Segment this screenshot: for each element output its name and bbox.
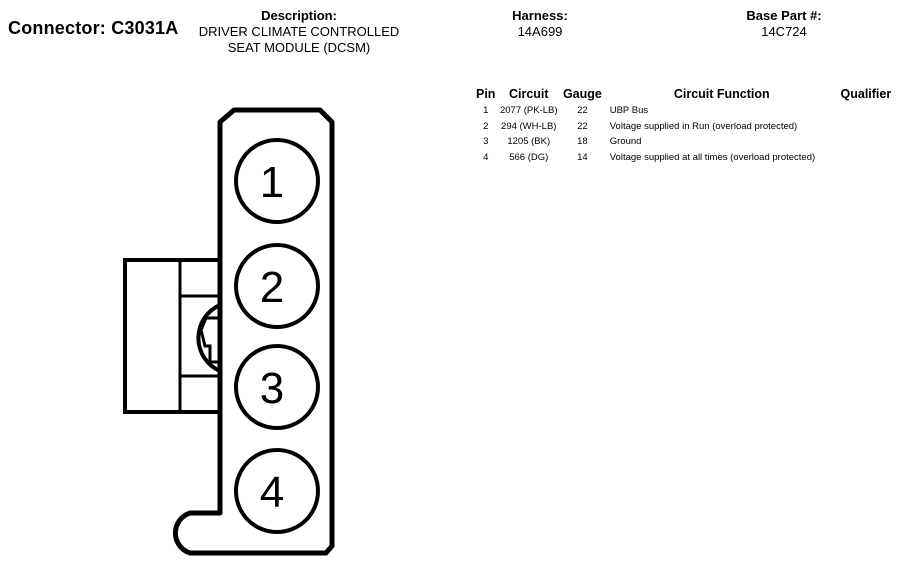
pin-cavity-2 [234, 243, 320, 329]
connector-latch [123, 258, 221, 414]
description-line-2: SEAT MODULE (DCSM) [227, 40, 371, 55]
pinout-header-row: Pin Circuit Gauge Circuit Function Quali… [473, 87, 898, 103]
description-block: Description: DRIVER CLIMATE CONTROLLED S… [178, 7, 420, 56]
table-row: 1 2077 (PK-LB) 22 UBP Bus [473, 103, 898, 119]
col-header-pin: Pin [475, 87, 496, 101]
pin-cavity-3 [234, 344, 320, 430]
harness-block: Harness: 14A699 [480, 7, 600, 40]
table-row: 3 1205 (BK) 18 Ground [473, 134, 898, 150]
pin-label-4: 4 [260, 468, 284, 517]
connector-title: Connector: C3031A [8, 18, 179, 38]
cell-circuit: 2077 (PK-LB) [499, 105, 558, 117]
pin-cavity-1 [234, 138, 320, 224]
cell-pin: 2 [483, 120, 489, 132]
col-header-gauge: Gauge [562, 87, 602, 101]
base-part-block: Base Part #: 14C724 [720, 7, 848, 40]
harness-value: 14A699 [517, 24, 563, 39]
cell-circuit: 566 (DG) [509, 151, 549, 163]
base-part-value: 14C724 [761, 24, 807, 39]
cell-function: UBP Bus [609, 105, 649, 117]
pin-label-2: 2 [260, 263, 284, 312]
cell-gauge: 22 [577, 105, 588, 117]
col-header-circuit: Circuit [508, 87, 549, 101]
pinout-table: Pin Circuit Gauge Circuit Function Quali… [473, 87, 898, 165]
cell-pin: 4 [483, 151, 489, 163]
cell-circuit: 1205 (BK) [507, 136, 551, 148]
cell-function: Voltage supplied at all times (overload … [609, 151, 816, 163]
table-row: 2 294 (WH-LB) 22 Voltage supplied in Run… [473, 119, 898, 135]
cell-function: Voltage supplied in Run (overload protec… [609, 120, 798, 132]
pin-label-3: 3 [260, 364, 284, 413]
pin-label-1: 1 [260, 158, 284, 207]
col-header-function: Circuit Function [673, 87, 770, 101]
cell-gauge: 18 [577, 136, 588, 148]
harness-label: Harness: [512, 8, 568, 23]
pin-cavity-4 [234, 448, 320, 534]
col-header-qualifier: Qualifier [840, 87, 892, 101]
description-label: Description: [261, 8, 337, 23]
base-part-label: Base Part #: [746, 8, 822, 23]
cell-pin: 1 [483, 105, 489, 117]
cell-gauge: 22 [577, 120, 588, 132]
cell-pin: 3 [483, 136, 489, 148]
cell-function: Ground [609, 136, 642, 148]
table-row: 4 566 (DG) 14 Voltage supplied at all ti… [473, 150, 898, 166]
description-line-1: DRIVER CLIMATE CONTROLLED [198, 24, 400, 39]
cell-gauge: 14 [577, 151, 588, 163]
cell-circuit: 294 (WH-LB) [501, 120, 557, 132]
